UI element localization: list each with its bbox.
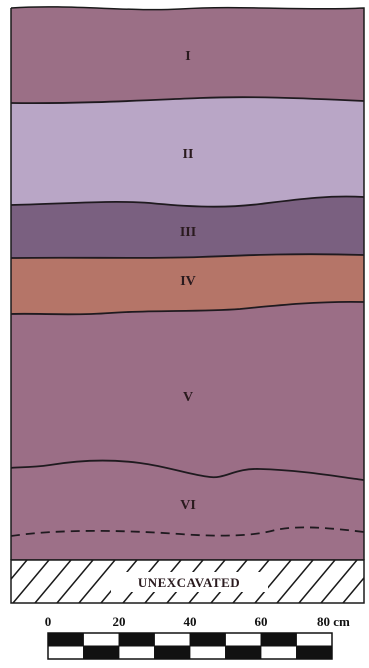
layer-label-VI: VI <box>180 498 196 513</box>
scale-segment <box>84 633 120 646</box>
scale-segment <box>190 646 226 659</box>
layer-label-IV: IV <box>180 274 196 289</box>
scale-segment <box>48 633 84 646</box>
scale-tick-label: 0 <box>45 614 52 629</box>
scale-tick-label: 60 <box>255 614 268 629</box>
scale-segment <box>261 633 297 646</box>
unexcavated-label: UNEXCAVATED <box>138 575 240 590</box>
scale-segment <box>155 633 191 646</box>
scale-tick-label: 40 <box>184 614 197 629</box>
unexcavated-zone: UNEXCAVATED <box>11 560 364 603</box>
layer-label-V: V <box>183 390 193 405</box>
scale-segment <box>261 646 297 659</box>
layer-label-I: I <box>185 49 190 64</box>
scale-segment <box>48 646 84 659</box>
layer-label-II: II <box>183 147 194 162</box>
scale-segment <box>84 646 120 659</box>
scale-segment <box>226 646 262 659</box>
scale-segment <box>119 633 155 646</box>
scale-segment <box>226 633 262 646</box>
scale-tick-label: 80 cm <box>317 614 350 629</box>
scale-segment <box>119 646 155 659</box>
scale-segment <box>190 633 226 646</box>
scale-segment <box>297 646 333 659</box>
scale-segment <box>297 633 333 646</box>
scale-bar: 0 20 40 60 80 cm <box>45 614 350 659</box>
layer-label-III: III <box>180 225 196 240</box>
scale-segment <box>155 646 191 659</box>
scale-tick-label: 20 <box>113 614 126 629</box>
